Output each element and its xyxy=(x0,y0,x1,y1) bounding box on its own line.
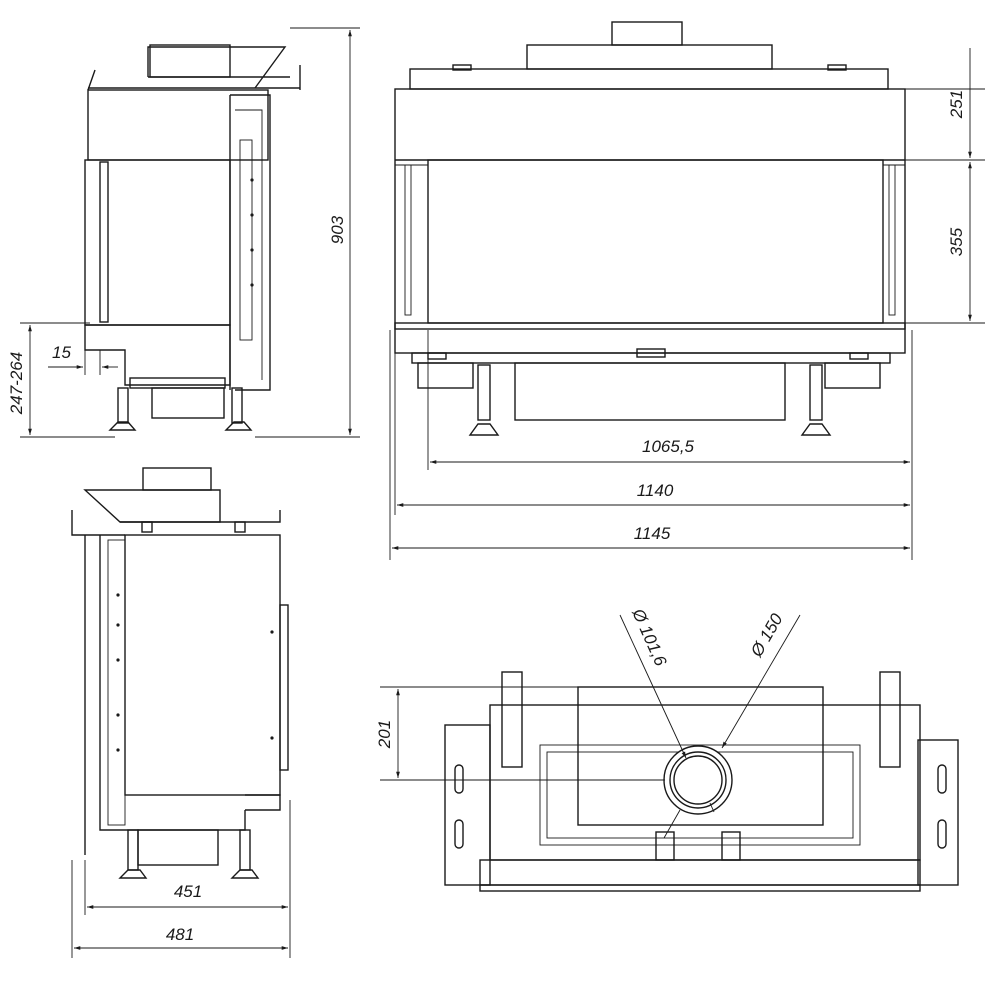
dim-width-glass: 1065,5 xyxy=(642,437,695,456)
side-view-rear: 451 481 xyxy=(71,467,291,958)
front-view: 251 355 1065,5 1140 1145 xyxy=(389,21,985,560)
dim-flue-outer: Ø 150 xyxy=(747,610,787,661)
dim-height-total: 903 xyxy=(328,215,347,244)
dim-offset-small: 15 xyxy=(52,343,71,362)
side-view: 903 247-264 15 xyxy=(7,27,360,438)
dim-depth-body: 451 xyxy=(174,882,202,901)
dim-height-window: 355 xyxy=(947,227,966,256)
dim-width-body: 1140 xyxy=(637,481,674,500)
dim-height-top: 251 xyxy=(947,90,966,119)
dim-flue-offset: 201 xyxy=(375,720,394,749)
dim-leg-height: 247-264 xyxy=(7,352,26,415)
top-view: Ø 101,6 Ø 150 201 xyxy=(375,605,959,892)
dim-flue-inner: Ø 101,6 xyxy=(628,605,671,669)
dim-width-total: 1145 xyxy=(634,524,671,543)
dim-depth-total: 481 xyxy=(166,925,194,944)
